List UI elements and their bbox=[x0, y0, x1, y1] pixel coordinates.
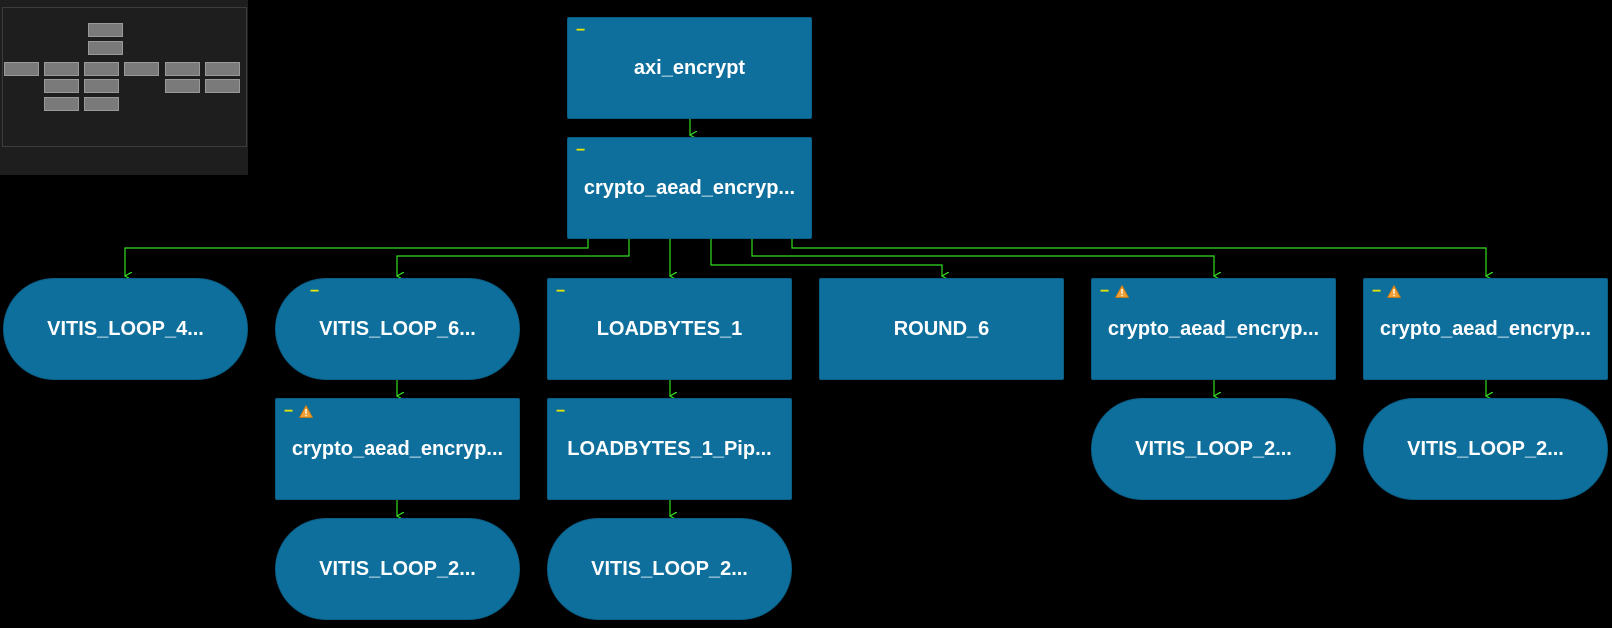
node-label: LOADBYTES_1 bbox=[596, 317, 743, 340]
node-label: ROUND_6 bbox=[893, 317, 990, 340]
minimap-node bbox=[165, 79, 200, 93]
node-label: VITIS_LOOP_2... bbox=[319, 557, 476, 580]
node-loadbytes-1[interactable]: − LOADBYTES_1 bbox=[547, 278, 792, 380]
minimap-node bbox=[88, 41, 123, 55]
edge-crypto-to-crypto-right1 bbox=[751, 239, 1214, 276]
node-vitis-loop-2-right-1[interactable]: VITIS_LOOP_2... bbox=[1091, 398, 1336, 500]
node-vitis-loop-2-b[interactable]: VITIS_LOOP_2... bbox=[547, 518, 792, 620]
collapse-toggle[interactable]: − bbox=[1100, 283, 1110, 300]
node-label: VITIS_LOOP_2... bbox=[591, 557, 748, 580]
node-crypto-aead-encrypt[interactable]: − crypto_aead_encryp... bbox=[567, 137, 812, 239]
edge-crypto-to-vitis-loop-6 bbox=[397, 239, 630, 276]
minimap-node bbox=[205, 62, 240, 76]
node-crypto-aead-encrypt-right-2[interactable]: − crypto_aead_encryp... bbox=[1363, 278, 1608, 380]
minimap-node bbox=[84, 97, 119, 111]
edge-crypto-to-vitis-loop-4 bbox=[125, 239, 589, 276]
node-label: VITIS_LOOP_2... bbox=[1135, 437, 1292, 460]
minimap-node bbox=[165, 62, 200, 76]
minimap-node bbox=[44, 97, 79, 111]
node-crypto-aead-encrypt-right-1[interactable]: − crypto_aead_encryp... bbox=[1091, 278, 1336, 380]
warning-icon bbox=[1115, 285, 1129, 298]
node-axi-encrypt[interactable]: − axi_encrypt bbox=[567, 17, 812, 119]
collapse-toggle[interactable]: − bbox=[576, 22, 586, 39]
minimap-viewport[interactable] bbox=[2, 7, 247, 147]
node-vitis-loop-2-right-2[interactable]: VITIS_LOOP_2... bbox=[1363, 398, 1608, 500]
edge-crypto-to-crypto-right2 bbox=[791, 239, 1486, 276]
node-label: crypto_aead_encryp... bbox=[1107, 317, 1320, 340]
node-loadbytes-1-pipeline[interactable]: − LOADBYTES_1_Pip... bbox=[547, 398, 792, 500]
node-label: crypto_aead_encryp... bbox=[583, 176, 796, 199]
minimap-node bbox=[124, 62, 159, 76]
node-label: axi_encrypt bbox=[633, 56, 746, 79]
node-label: VITIS_LOOP_6... bbox=[319, 317, 476, 340]
node-label: crypto_aead_encryp... bbox=[291, 437, 504, 460]
collapse-toggle[interactable]: − bbox=[576, 142, 586, 159]
node-label: LOADBYTES_1_Pip... bbox=[567, 437, 772, 460]
minimap-node bbox=[205, 79, 240, 93]
collapse-toggle[interactable]: − bbox=[1372, 283, 1382, 300]
minimap[interactable] bbox=[0, 0, 248, 175]
node-vitis-loop-4[interactable]: VITIS_LOOP_4... bbox=[3, 278, 248, 380]
minimap-node bbox=[88, 23, 123, 37]
edge-crypto-to-round-6 bbox=[710, 239, 942, 276]
minimap-node bbox=[84, 79, 119, 93]
collapse-toggle[interactable]: − bbox=[556, 283, 566, 300]
collapse-toggle[interactable]: − bbox=[310, 283, 320, 300]
warning-icon bbox=[1387, 285, 1401, 298]
minimap-node bbox=[44, 79, 79, 93]
warning-icon bbox=[299, 405, 313, 418]
collapse-toggle[interactable]: − bbox=[556, 403, 566, 420]
collapse-toggle[interactable]: − bbox=[284, 403, 294, 420]
minimap-node bbox=[84, 62, 119, 76]
node-label: VITIS_LOOP_2... bbox=[1407, 437, 1564, 460]
node-crypto-aead-encrypt-mid[interactable]: − crypto_aead_encryp... bbox=[275, 398, 520, 500]
minimap-node bbox=[44, 62, 79, 76]
node-vitis-loop-6[interactable]: − VITIS_LOOP_6... bbox=[275, 278, 520, 380]
node-vitis-loop-2-a[interactable]: VITIS_LOOP_2... bbox=[275, 518, 520, 620]
node-label: crypto_aead_encryp... bbox=[1379, 317, 1592, 340]
node-label: VITIS_LOOP_4... bbox=[47, 317, 204, 340]
minimap-node bbox=[4, 62, 39, 76]
node-round-6[interactable]: ROUND_6 bbox=[819, 278, 1064, 380]
